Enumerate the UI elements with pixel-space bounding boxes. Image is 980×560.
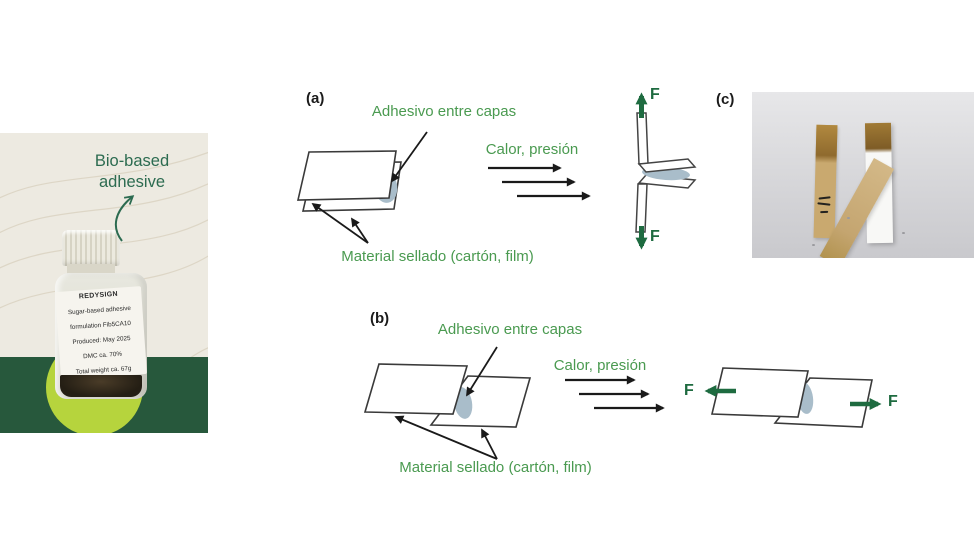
- bio-based-annotation: Bio-based adhesive: [72, 151, 192, 192]
- curved-arrow-icon: [114, 195, 135, 242]
- lower-strip: [635, 183, 648, 233]
- panel-b-adhesive-label: Adhesivo entre capas: [437, 321, 583, 338]
- lap-shear-diagram: [704, 367, 882, 428]
- bottle-label-line: Produced: May 2025: [72, 334, 131, 347]
- panel-a-tag: (a): [306, 90, 325, 107]
- debris-speck: [847, 217, 850, 219]
- t-peel-diagram: [635, 92, 697, 250]
- bottle-body: REDYSIGN Sugar-based adhesive formulatio…: [55, 273, 147, 399]
- panel-c-tag: (c): [716, 91, 735, 108]
- bottle-label-line: Sugar-based adhesive: [67, 304, 132, 317]
- adhesive-bottle: REDYSIGN Sugar-based adhesive formulatio…: [0, 133, 208, 433]
- left-sheet: [710, 367, 809, 418]
- bio-note-line2: adhesive: [98, 172, 166, 191]
- adhesive-pointer-arrow: [466, 346, 498, 397]
- test-strips-photo: [752, 92, 974, 258]
- handwritten-mark: [817, 202, 831, 206]
- adhesive-residue-top: [815, 124, 838, 164]
- panel-b-material-label: Material sellado (cartón, film): [399, 459, 592, 476]
- panel-a-material-label: Material sellado (cartón, film): [341, 248, 534, 265]
- handwritten-mark: [820, 210, 829, 214]
- left-sheet: [363, 363, 469, 415]
- debris-speck: [902, 232, 905, 234]
- lower-flap: [637, 174, 697, 189]
- panel-b-tag: (b): [370, 310, 390, 327]
- upper-flap: [637, 158, 697, 173]
- bottle-label-line: DMC ca. 70%: [82, 350, 123, 361]
- adhesive-pointer-arrow: [390, 131, 428, 183]
- bottle-photo: REDYSIGN Sugar-based adhesive formulatio…: [0, 133, 208, 433]
- material-pointer-arrow: [311, 202, 369, 244]
- force-label-left: F: [684, 382, 694, 399]
- tan-film-strip: [813, 124, 838, 239]
- bottle-label-brand: REDYSIGN: [78, 290, 119, 301]
- material-pointer-arrow: [351, 217, 369, 244]
- top-sheet: [296, 150, 397, 201]
- panel-a-process-label: Calor, presión: [485, 141, 579, 158]
- bottle-label: REDYSIGN Sugar-based adhesive formulatio…: [55, 286, 147, 380]
- bottle-cap: [62, 230, 120, 266]
- panel-b-process-label: Calor, presión: [553, 357, 647, 374]
- upper-strip: [636, 112, 649, 165]
- force-label-right: F: [888, 393, 898, 410]
- force-label-top: F: [650, 86, 660, 103]
- bottle-contents: [60, 375, 142, 397]
- force-label-bottom: F: [650, 228, 660, 245]
- panel-a-sheets-diagram: [296, 131, 428, 244]
- handwritten-mark: [818, 196, 831, 200]
- panel-b-process-arrows: [565, 375, 665, 413]
- panel-b-sheets-diagram: [363, 346, 532, 460]
- bio-note-line1: Bio-based: [94, 152, 170, 170]
- material-pointer-arrow: [394, 415, 498, 460]
- panel-a-adhesive-label: Adhesivo entre capas: [371, 103, 517, 120]
- panel-a-process-arrows: [488, 163, 591, 201]
- debris-speck: [812, 244, 815, 246]
- adhesive-residue-top: [864, 122, 892, 154]
- material-pointer-arrow: [481, 428, 498, 460]
- bottle-label-line: formulation Fib5CA10: [69, 319, 132, 332]
